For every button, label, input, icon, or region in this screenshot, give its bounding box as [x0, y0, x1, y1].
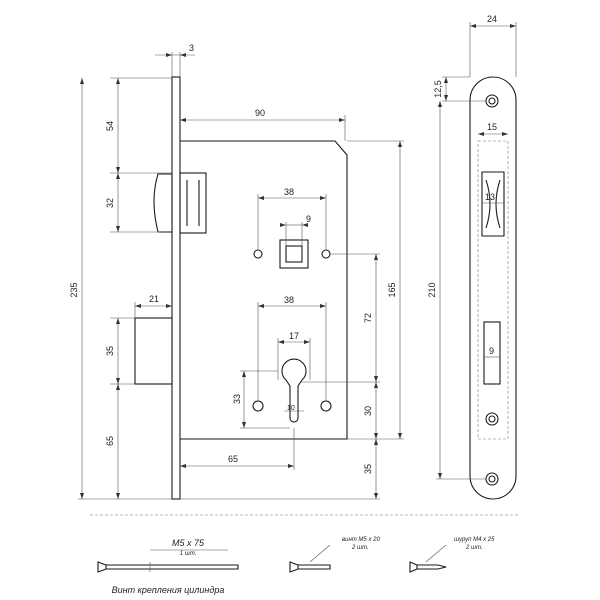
faceplate: [171, 76, 181, 500]
dim-centre-distance: 72: [363, 313, 373, 323]
dim-strike-bolt-width: 9: [489, 346, 494, 356]
lock-body-view: [134, 76, 348, 500]
spindle-hub: [279, 239, 309, 269]
strike-dimension-labels: 24 12,5 15 13 210 9: [427, 14, 497, 356]
screw-hole-right: [321, 249, 331, 259]
accessory-size-3: шуруп M4 x 25: [454, 537, 495, 543]
dead-bolt: [134, 317, 173, 385]
dim-spindle-square: 9: [306, 214, 311, 224]
dim-bolt-projection: 21: [149, 294, 159, 304]
dim-spindle-spacing: 38: [284, 187, 294, 197]
cylinder-screw-right: [320, 400, 332, 412]
accessory-size-1: M5 x 75: [172, 538, 205, 548]
lock-case: [180, 140, 348, 440]
cylinder-cutout: [281, 358, 307, 423]
dim-latch-top: 54: [105, 121, 115, 131]
dim-strike-latch-width: 13: [485, 192, 495, 202]
dim-cylinder-to-bottom: 30: [363, 406, 373, 416]
latch-bolt: [153, 173, 173, 233]
screw-hole-left: [253, 249, 263, 259]
strike-recess: [477, 140, 509, 440]
accessory-caption-1: Винт крепления цилиндра: [112, 585, 225, 595]
strike-screw-middle: [485, 412, 499, 426]
strike-latch-window: [481, 171, 505, 237]
accessory-wood-screw: шуруп M4 x 25 2 шт.: [409, 537, 495, 573]
dim-faceplate-thickness: 3: [189, 43, 194, 53]
dim-backset: 65: [228, 454, 238, 464]
accessory-qty-1: 1 шт.: [180, 551, 197, 557]
cylinder-screw-left: [252, 400, 264, 412]
accessory-qty-2: 2 шт.: [351, 545, 369, 551]
accessory-cylinder-screw: M5 x 75 1 шт. Винт крепления цилиндра: [97, 538, 239, 595]
dim-bottom-offset: 35: [363, 464, 373, 474]
accessory-qty-3: 2 шт.: [465, 545, 483, 551]
wood-screw-drawing: [409, 561, 447, 573]
latch-housing: [179, 172, 207, 234]
dim-cylinder-spacing: 38: [284, 295, 294, 305]
accessory-screw-m5: винт M5 x 20 2 шт.: [289, 537, 380, 573]
dim-body-height: 165: [387, 282, 397, 297]
dim-lower-offset: 65: [105, 436, 115, 446]
accessory-size-2: винт M5 x 20: [342, 537, 380, 543]
arrowheads: [80, 53, 402, 499]
dim-latch-height: 32: [105, 198, 115, 208]
dimension-labels: 3 90 54 32 235 21 35 65 38 9 38 17 33 10…: [69, 43, 397, 474]
strike-bolt-window: [483, 321, 501, 385]
strike-arrowheads: [438, 24, 516, 479]
dim-cylinder-diameter: 10: [287, 405, 295, 412]
dim-strike-width: 24: [487, 14, 497, 24]
strike-plate: [469, 76, 517, 500]
dim-cylinder-height: 33: [232, 394, 242, 404]
dim-cylinder-width: 17: [289, 331, 299, 341]
strike-plate-view: [469, 76, 517, 500]
dim-backset-total: 90: [255, 108, 265, 118]
dim-strike-height: 210: [427, 282, 437, 297]
dimension-lines: [78, 52, 404, 500]
m5-screw-drawing: [289, 561, 331, 573]
dim-bolt-height: 35: [105, 346, 115, 356]
cylinder-screw-drawing: [97, 561, 239, 573]
dim-strike-slot-width: 15: [487, 122, 497, 132]
dim-strike-top: 12,5: [433, 80, 443, 98]
dim-overall-height: 235: [69, 282, 79, 297]
